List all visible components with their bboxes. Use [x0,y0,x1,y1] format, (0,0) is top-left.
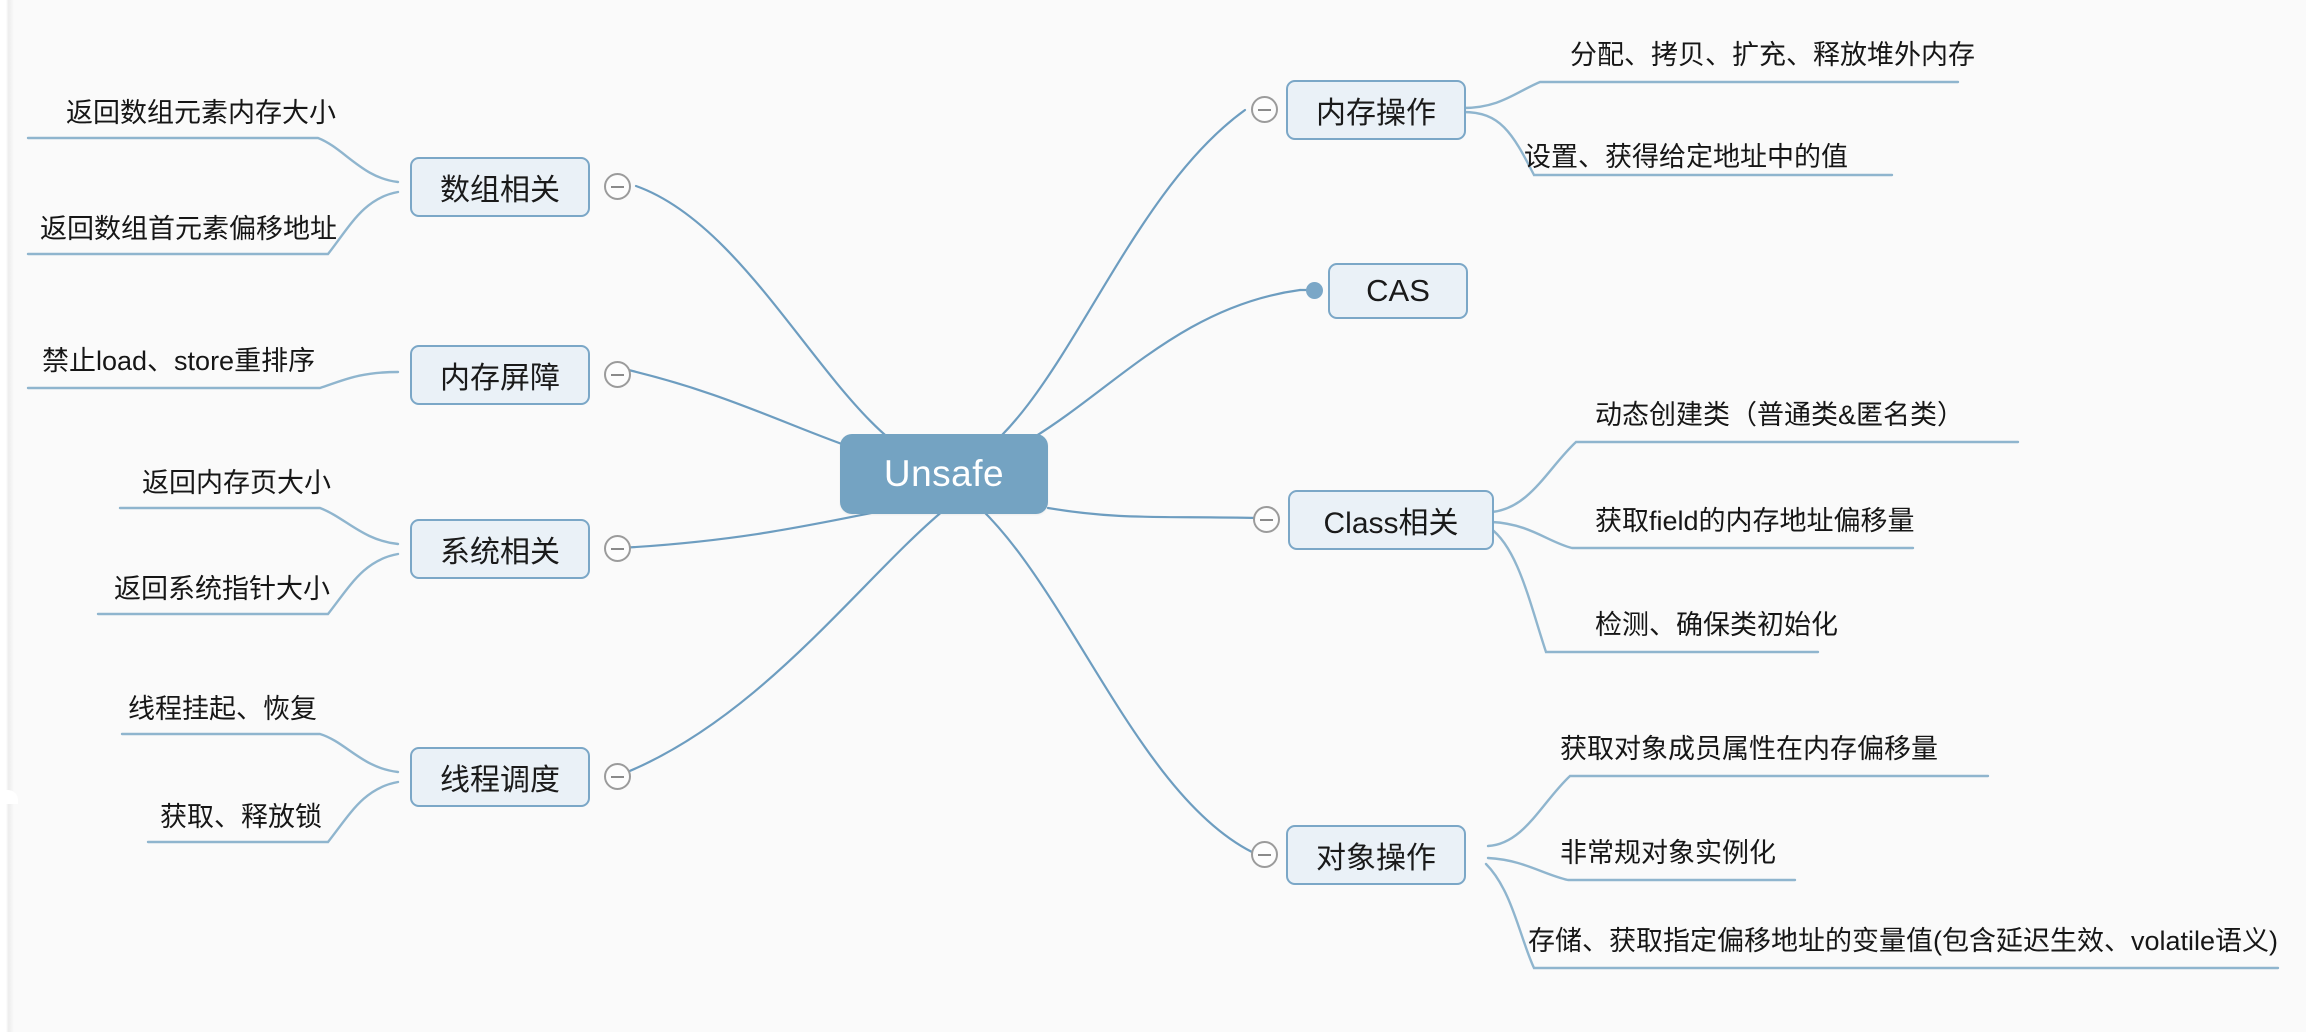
leaf-label-system-related-0: 返回内存页大小 [142,468,331,498]
wire-root-to-thread-scheduling [618,508,946,777]
leafline-class-related-2 [1488,526,1820,654]
branch-node-system-related-label: 系统相关 [440,536,560,569]
leafline-system-related-1 [96,552,400,616]
wire-root-to-class-related [1046,506,1260,520]
collapse-minus-icon-memory-barrier[interactable] [604,361,631,388]
leafline-memory-barrier-0 [26,370,400,390]
wire-root-to-array-related [634,184,942,470]
leafline-array-related-0 [26,136,400,184]
leaf-label-class-related-2: 检测、确保类初始化 [1595,610,1838,640]
branch-node-object-ops-label: 对象操作 [1316,842,1436,875]
leafline-memory-ops-1 [1461,110,1894,177]
leaf-label-memory-barrier-0: 禁止load、store重排序 [42,346,316,376]
leafline-array-related-1 [26,190,400,256]
leafline-memory-ops-0 [1461,80,1960,110]
leafline-system-related-0 [118,506,400,546]
wire-root-to-object-ops [954,486,1254,854]
collapse-minus-icon-system-related[interactable] [604,535,631,562]
root-node-label: Unsafe [883,453,1005,494]
leaf-label-memory-ops-1: 设置、获得给定地址中的值 [1524,142,1848,172]
wire-root-to-memory-ops [954,108,1247,472]
leaf-label-class-related-0: 动态创建类（普通类&匿名类） [1595,400,1965,430]
branch-node-array-related-label: 数组相关 [440,174,560,207]
leaf-label-array-related-1: 返回数组首元素偏移地址 [40,214,337,244]
collapse-minus-icon-class-related[interactable] [1253,506,1280,533]
leaf-label-system-related-1: 返回系统指针大小 [114,574,330,604]
leafline-object-ops-2 [1484,862,2280,970]
leaf-dot-icon-cas[interactable] [1306,282,1323,299]
leaf-label-thread-scheduling-1: 获取、释放锁 [160,802,322,832]
leafline-thread-scheduling-0 [120,732,400,774]
branch-node-array-related[interactable]: 数组相关 [410,157,590,217]
collapse-minus-icon-object-ops[interactable] [1251,841,1278,868]
branch-node-cas-label: CAS [1366,273,1430,308]
leaf-label-thread-scheduling-0: 线程挂起、恢复 [128,694,317,724]
branch-node-thread-scheduling[interactable]: 线程调度 [410,747,590,807]
leaf-label-array-related-0: 返回数组元素内存大小 [66,98,336,128]
branch-node-object-ops[interactable]: 对象操作 [1286,825,1466,885]
branch-node-system-related[interactable]: 系统相关 [410,519,590,579]
branch-node-memory-barrier-label: 内存屏障 [440,362,560,395]
branch-node-cas[interactable]: CAS [1328,263,1468,319]
leaf-label-memory-ops-0: 分配、拷贝、扩充、释放堆外内存 [1570,40,1975,70]
leafline-object-ops-0 [1486,774,1990,848]
leaf-label-object-ops-0: 获取对象成员属性在内存偏移量 [1560,734,1938,764]
collapse-minus-icon-array-related[interactable] [604,173,631,200]
leaf-label-object-ops-1: 非常规对象实例化 [1560,838,1776,868]
branch-node-class-related[interactable]: Class相关 [1288,490,1494,550]
collapse-minus-icon-thread-scheduling[interactable] [604,763,631,790]
leafline-class-related-1 [1490,520,1915,550]
leaf-label-class-related-1: 获取field的内存地址偏移量 [1595,506,1915,536]
branch-node-memory-ops[interactable]: 内存操作 [1286,80,1466,140]
leafline-class-related-0 [1490,440,2020,514]
branch-node-memory-ops-label: 内存操作 [1316,97,1436,130]
branch-node-memory-barrier[interactable]: 内存屏障 [410,345,590,405]
root-node-unsafe[interactable]: Unsafe [840,434,1048,514]
leaf-label-object-ops-2: 存储、获取指定偏移地址的变量值(包含延迟生效、volatile语义) [1528,926,2279,956]
leafline-thread-scheduling-1 [146,780,400,844]
leafline-object-ops-1 [1486,856,1797,882]
branch-node-class-related-label: Class相关 [1323,507,1459,540]
branch-node-thread-scheduling-label: 线程调度 [440,764,560,797]
collapse-minus-icon-memory-ops[interactable] [1251,96,1278,123]
